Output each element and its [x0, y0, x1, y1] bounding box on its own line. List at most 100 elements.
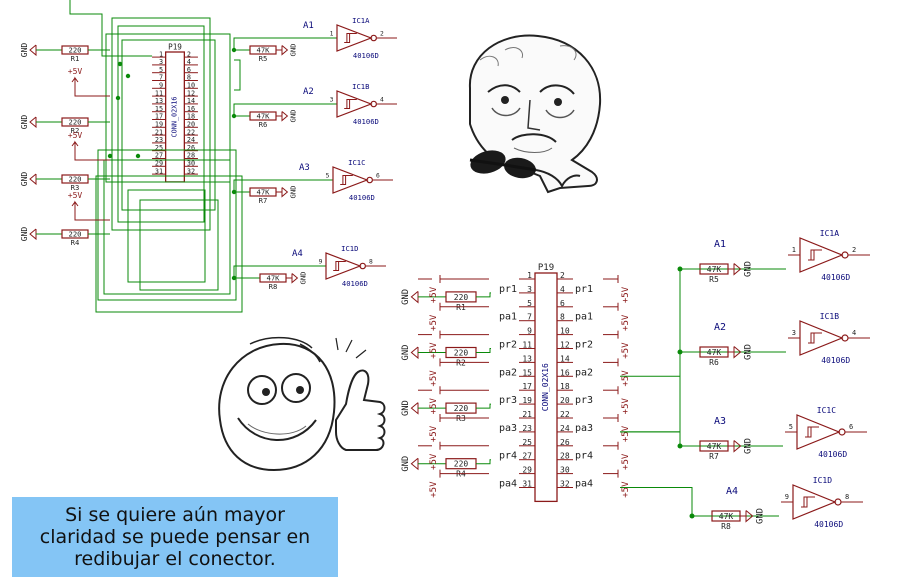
gnd-label: GND	[744, 438, 754, 454]
resistor-ref: R2	[71, 126, 80, 135]
ic-part: 40106D	[818, 450, 847, 459]
resistor-value: 220	[69, 118, 82, 127]
resistor-ref: R8	[721, 522, 731, 531]
resistor-value: 220	[454, 460, 469, 469]
ic-ref: IC1D	[341, 244, 358, 253]
inverter-gate	[792, 484, 837, 520]
connector-value: CONN_02X16	[541, 363, 550, 411]
wire-loop	[139, 199, 219, 291]
gnd-label: GND	[401, 456, 411, 472]
net-label-right: pr1	[575, 284, 593, 295]
inverter-bubble	[359, 262, 367, 270]
ic-ref: IC1B	[352, 82, 369, 91]
inverter-gate	[796, 414, 841, 450]
supply-label: +5V	[621, 481, 631, 498]
net-label-left: pr2	[499, 340, 517, 351]
ic-ref: IC1A	[820, 229, 839, 238]
schmitt-symbol	[346, 99, 355, 109]
pin-number: 13	[155, 97, 163, 105]
supply-label: +5V	[429, 481, 439, 498]
schmitt-symbol	[801, 496, 815, 508]
mother-of-god-meme-illustration	[468, 34, 602, 194]
pin-number: 31	[522, 480, 532, 489]
supply-label: +5V	[429, 314, 439, 331]
schmitt-symbol	[340, 175, 353, 185]
caption-text: Si se quiere aún mayor claridad se puede…	[39, 504, 311, 570]
pin-number: 4	[380, 96, 384, 103]
wire	[476, 459, 491, 465]
net-label: A4	[726, 486, 738, 497]
gnd-symbol	[410, 402, 419, 415]
junction-dot	[125, 73, 131, 79]
pin-number: 15	[522, 368, 532, 377]
junction-dot	[115, 95, 121, 101]
pin-number: 23	[155, 136, 163, 144]
inverter-gate	[336, 90, 373, 118]
pin-number: 9	[785, 493, 789, 501]
pin-number: 3	[159, 58, 163, 66]
junction-dot	[231, 47, 237, 53]
pin-number: 28	[187, 152, 195, 160]
gnd-label: GND	[756, 508, 766, 524]
pin-number: 18	[560, 382, 570, 391]
wire	[476, 292, 491, 298]
pin-number: 2	[380, 30, 384, 37]
schmitt-symbol	[808, 249, 822, 261]
pin-number: 5	[789, 423, 793, 431]
pin-number: 3	[527, 285, 532, 294]
gnd-label: GND	[299, 272, 308, 285]
pin-number: 24	[187, 136, 195, 144]
net-label: A3	[299, 163, 310, 173]
pin-number: 22	[187, 128, 195, 136]
schmitt-symbol	[810, 332, 820, 343]
pin-number: 10	[187, 81, 195, 89]
net-label-left: pr1	[499, 284, 517, 295]
pin-number: 4	[852, 329, 856, 337]
connector-value: CONN_02X16	[171, 96, 179, 137]
resistor-value: 47K	[267, 274, 281, 283]
pin-number: 12	[187, 89, 195, 97]
inverter-bubble	[370, 34, 378, 42]
pin-number: 2	[852, 246, 856, 254]
net-label-right: pr2	[575, 340, 593, 351]
resistor-value: 220	[69, 175, 82, 184]
resistor-value: 220	[454, 404, 469, 413]
schmitt-symbol	[344, 33, 357, 43]
pin-number: 4	[560, 285, 565, 294]
pin-number: 21	[155, 128, 163, 136]
pin-number: 17	[522, 382, 532, 391]
pin-number: 1	[330, 30, 334, 37]
gnd-symbol	[29, 228, 37, 241]
pin-number: 25	[155, 144, 163, 152]
net-label: A4	[292, 249, 303, 259]
pin-number: 7	[159, 74, 163, 82]
gnd-label: GND	[289, 110, 298, 123]
wire	[233, 179, 303, 192]
resistor-ref: R1	[71, 54, 80, 63]
pin-number: 15	[155, 105, 163, 113]
pin-number: 13	[522, 354, 532, 363]
supply-symbol	[71, 76, 110, 97]
supply-label: +5V	[621, 397, 631, 414]
junction-dot	[231, 113, 237, 119]
ic-ref: IC1D	[813, 476, 832, 485]
inverter-gate	[332, 166, 369, 194]
ic-ref: IC1C	[817, 406, 836, 415]
resistor-ref: R6	[709, 358, 719, 367]
inverter-gate	[336, 24, 373, 52]
inverter-gate	[325, 252, 362, 280]
pin-number: 19	[522, 396, 532, 405]
wire	[620, 268, 786, 377]
pin-number: 3	[792, 329, 796, 337]
resistor-ref: R1	[456, 303, 466, 312]
supply-label: +5V	[429, 370, 439, 387]
pin-number: 17	[155, 113, 163, 121]
pin-number: 19	[155, 120, 163, 128]
pin-number: 5	[159, 66, 163, 74]
resistor-value: 47K	[257, 112, 271, 121]
inverter-bubble	[366, 176, 374, 184]
supply-label: +5V	[621, 370, 631, 387]
gnd-label: GND	[401, 345, 411, 361]
supply-label: +5V	[621, 342, 631, 359]
